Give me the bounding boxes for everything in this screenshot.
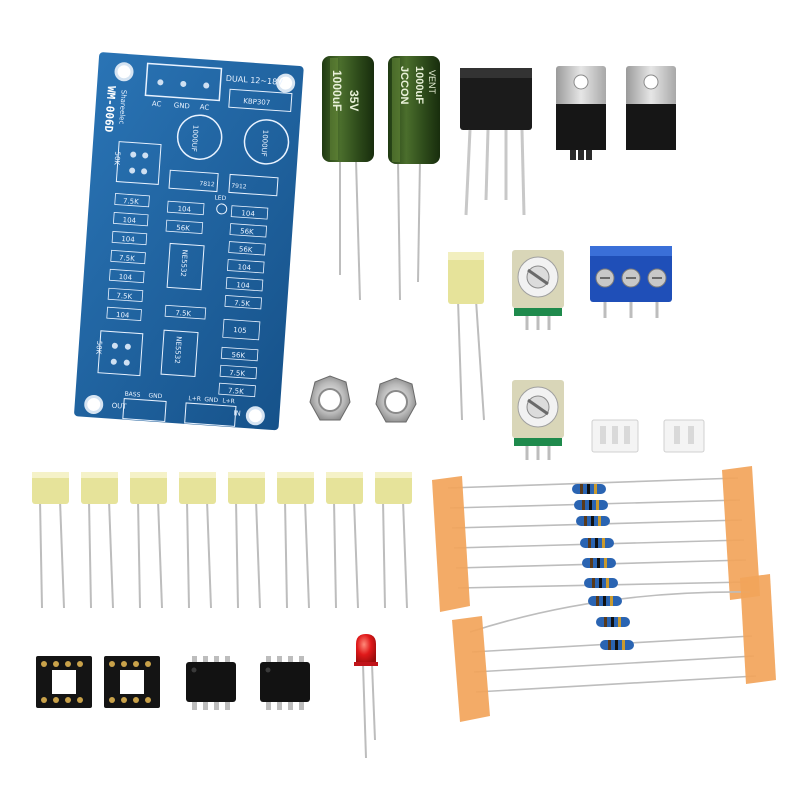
pcb-in-left-label: L+R — [188, 395, 201, 403]
red-led — [354, 634, 378, 759]
pcb-in-label: IN — [233, 409, 241, 417]
ic-socket-left — [36, 656, 92, 708]
pcb-left-label: 104 — [121, 235, 135, 244]
pcb-in-gnd-label: GND — [204, 396, 219, 404]
pcb-left-label: 104 — [122, 216, 136, 225]
film-capacitor — [326, 472, 363, 609]
film-capacitor — [375, 472, 412, 609]
capacitor-right-capacity: 1000uF — [413, 66, 425, 104]
ic-chip-right — [260, 656, 310, 710]
resistor-tape-group-1 — [432, 466, 760, 612]
pcb-right-label: 7.5K — [229, 369, 246, 378]
pcb-pot-bottom-label: 50K — [94, 340, 103, 354]
ic-chip-left — [186, 656, 236, 710]
pcb-left-label: 7.5K — [123, 197, 140, 206]
pcb-right-label: 56K — [240, 227, 254, 236]
resistor — [574, 500, 608, 510]
voltage-regulator-1 — [556, 66, 606, 204]
trimmer-potentiometer-top — [512, 250, 564, 330]
film-capacitor — [81, 472, 118, 609]
pcb-right-label: 105 — [233, 326, 247, 335]
pcb-right-label: 104 — [241, 209, 255, 218]
resistor — [596, 617, 630, 627]
pcb-board: AC GND AC DUAL 12~18V KBP307 WM-006D Sha… — [74, 52, 304, 431]
mounting-holes — [84, 62, 296, 426]
hex-nut-left — [309, 375, 351, 421]
hex-nut-right — [375, 377, 417, 423]
film-capacitor-single — [448, 252, 485, 421]
white-connector-3pin — [591, 419, 639, 453]
pcb-right-label: 7.5K — [234, 299, 251, 308]
pcb-out-label: OUT — [111, 402, 127, 411]
pcb-left-label: 7.5K — [116, 292, 133, 301]
resistor — [582, 558, 616, 568]
film-capacitor — [32, 472, 69, 609]
screw-terminal-block — [590, 246, 672, 318]
pcb-left-column: 7.5K 104 104 7.5K 104 7.5K 104 — [106, 193, 150, 321]
pcb-mid-label: 7.5K — [175, 309, 192, 318]
pcb-bridge-label: KBP307 — [243, 97, 270, 107]
pcb-mid-column: 104 56K NE5532 7.5K NE5532 — [160, 200, 207, 378]
pcb-cap-right-label: 1000UF — [259, 130, 269, 157]
resistor — [600, 640, 634, 650]
film-capacitor — [228, 472, 265, 609]
pcb-ac-right-label: AC — [199, 103, 209, 112]
pcb-right-label: 56K — [239, 245, 253, 254]
pcb-left-label: 104 — [116, 311, 130, 320]
capacitor-right-series: VENT — [427, 70, 437, 95]
pcb-left-label: 7.5K — [119, 254, 136, 263]
electrolytic-capacitor-left: 1000uF 35V — [322, 56, 374, 301]
resistor — [580, 538, 614, 548]
trimmer-potentiometer-bottom — [512, 380, 564, 460]
capacitor-left-capacity: 1000uF — [330, 70, 344, 111]
pcb-pot-top-label: 50K — [112, 151, 121, 165]
pcb-right-column: 104 56K 56K 104 104 7.5K 105 56K 7.5K 7.… — [218, 205, 269, 398]
pcb-model-label: WM-006D — [102, 85, 118, 133]
voltage-regulator-2 — [626, 66, 676, 204]
pcb-mid-label: 56K — [176, 224, 190, 233]
ic-socket-right — [104, 656, 160, 708]
resistor — [588, 596, 622, 606]
pcb-brand-label: Shareelec — [117, 90, 127, 125]
pcb-right-label: 104 — [237, 263, 251, 272]
capacitor-right-brand: JCCON — [398, 66, 410, 105]
capacitor-left-voltage: 35V — [347, 90, 361, 111]
resistor — [584, 578, 618, 588]
pcb-in-right-label: L+R — [222, 397, 235, 405]
pcb-right-label: 56K — [231, 351, 245, 360]
film-capacitor-row — [32, 472, 412, 609]
resistor-tape-group-2 — [452, 574, 776, 722]
pcb-gnd-label: GND — [174, 101, 191, 110]
pcb-ac-left-label: AC — [152, 100, 162, 109]
pcb-led-label: LED — [214, 194, 227, 202]
pcb-mid-label: 104 — [177, 205, 191, 214]
pcb-ic2-label: NE5532 — [173, 336, 183, 364]
pcb-right-label: 104 — [236, 281, 250, 290]
resistor — [572, 484, 606, 494]
pcb-ic1-label: NE5532 — [179, 249, 189, 277]
film-capacitor — [130, 472, 167, 609]
resistor — [576, 516, 610, 526]
white-connector-2pin — [663, 419, 705, 453]
pcb-power-label: DUAL 12~18V — [226, 74, 284, 87]
pcb-bass-gnd-label: GND — [148, 392, 163, 400]
pcb-cap-left-label: 1000UF — [190, 125, 200, 152]
pcb-reg1-label: 7812 — [199, 180, 215, 188]
pcb-right-label: 7.5K — [228, 387, 245, 396]
pcb-reg2-label: 7912 — [231, 183, 247, 191]
film-capacitor — [179, 472, 216, 609]
pcb-left-label: 104 — [118, 273, 132, 282]
pcb-bass-label: BASS — [124, 391, 140, 399]
bridge-rectifier — [460, 68, 532, 216]
film-capacitor — [277, 472, 314, 609]
electrolytic-capacitor-right: JCCON 1000uF VENT — [388, 56, 440, 301]
